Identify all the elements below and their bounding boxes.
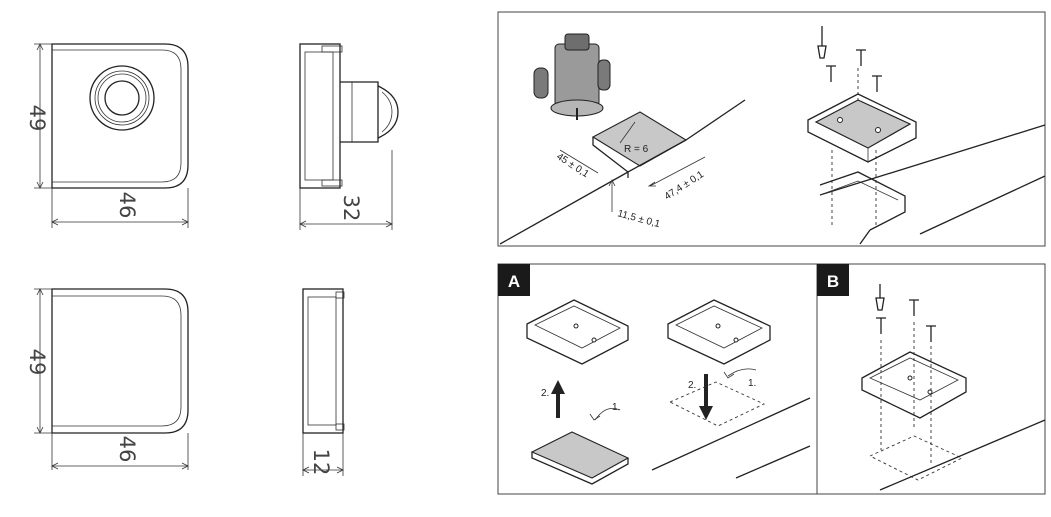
front-top-width-label: 46 <box>115 192 139 219</box>
box-a2 <box>667 299 771 365</box>
panel-b-badge-label: B <box>827 272 839 291</box>
screws-icon <box>826 49 882 92</box>
router-tool-icon <box>533 33 611 120</box>
panel-a-badge-label: A <box>508 272 520 291</box>
side-view-top: 32 <box>299 43 399 230</box>
arrow-down-icon <box>699 374 713 420</box>
screwdriver-icon <box>817 26 827 59</box>
screwdriver-b-icon <box>875 284 885 311</box>
mounting-box-top <box>807 93 917 163</box>
cutout-instruction-panel: R = 6 45 ± 0,1 47,4 ± 0,1 11,5 ± 0,1 <box>497 11 1046 247</box>
panel-a-step1: 1. <box>612 402 620 413</box>
front-top-height-label: 49 <box>25 105 49 132</box>
front-bottom-width-label: 46 <box>115 436 139 463</box>
panel-a: A 2. 1. 2. 1. <box>497 263 818 495</box>
front-view-bottom: 49 46 <box>25 288 189 470</box>
box-a1 <box>526 299 629 365</box>
side-view-bottom: 12 <box>302 288 345 476</box>
side-top-depth-label: 32 <box>339 195 363 222</box>
panel-b: B <box>816 263 1046 495</box>
arrow-up-icon <box>551 380 565 418</box>
panel-a-badge <box>498 264 530 296</box>
side-bottom-depth-label: 12 <box>309 449 333 476</box>
screws-b-icon <box>876 299 936 342</box>
radius-label: R = 6 <box>624 144 649 155</box>
panel-a-step2-b: 2. <box>688 380 696 391</box>
panel-a-step1-b: 1. <box>748 378 756 389</box>
front-bottom-height-label: 49 <box>25 349 49 376</box>
panel-a-step2: 2. <box>541 388 549 399</box>
panel-b-badge <box>817 264 849 296</box>
front-view-top: 49 46 <box>25 43 189 228</box>
